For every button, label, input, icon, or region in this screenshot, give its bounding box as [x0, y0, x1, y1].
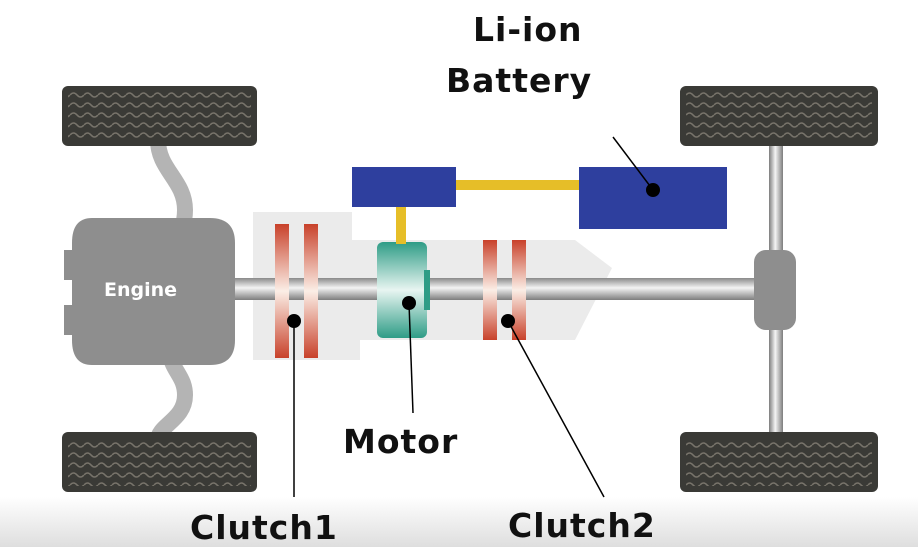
motor-cable — [396, 204, 406, 244]
engine-label: Engine — [104, 279, 178, 301]
clutch1-plate-a — [275, 224, 289, 358]
motor-leader-dot — [402, 296, 416, 310]
clutch1-plate-b — [304, 224, 318, 358]
motor-label: Motor — [343, 422, 459, 461]
battery-label-line1: Li-ion — [473, 10, 583, 49]
rear-differential — [754, 250, 796, 330]
tire-icon — [62, 432, 257, 492]
motor-unit — [377, 242, 427, 338]
clutch2-plate-a — [483, 240, 497, 340]
tire-icon — [680, 432, 878, 492]
battery-label-line2: Battery — [446, 61, 593, 100]
clutch1-label: Clutch1 — [190, 508, 338, 547]
inverter-box — [352, 167, 456, 207]
battery-pack — [579, 167, 727, 229]
engine-block — [72, 218, 235, 365]
clutch1-leader-dot — [287, 314, 301, 328]
tire-icon — [62, 86, 257, 146]
battery-cable — [455, 180, 581, 190]
bottom-band — [0, 497, 918, 547]
leader-lines — [293, 136, 654, 498]
clutch2-leader-dot — [501, 314, 515, 328]
tire-icon — [680, 86, 878, 146]
battery-leader-dot — [646, 183, 660, 197]
clutch2-label: Clutch2 — [508, 506, 656, 545]
clutch2-plate-b — [512, 240, 526, 340]
front-lower-link — [150, 342, 194, 448]
